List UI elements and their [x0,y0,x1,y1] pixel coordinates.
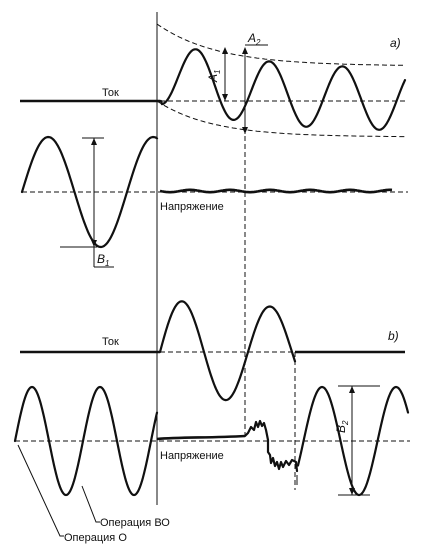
b2-label: B2 [334,420,350,433]
envelope-lower [156,100,405,138]
voltage-trace-b-before [13,385,159,497]
b2-arrow-down-head [349,488,355,495]
operation-o-label: Операция О [64,532,127,544]
voltage-ripple-a [159,188,393,194]
a1-label: A1 [206,70,222,83]
a2-arrow-up-head [242,47,248,54]
current-trace-b [158,300,297,402]
a1-arrow-down-head [222,94,228,101]
voltage-label-a: Напряжение [160,201,224,213]
voltage-trace-a [20,135,159,249]
op-o-leader [17,444,64,537]
b1-arrow-up-head [91,138,97,145]
a2-arrow-down-head [242,127,248,134]
current-label-b: Ток [102,336,119,348]
b1-arrow-down-head [91,240,97,247]
operation-vo-label: Операция ВО [100,517,170,529]
current-label-a: Ток [102,87,119,99]
a1-arrow-up-head [222,47,228,54]
current-trace-a [158,48,407,131]
a2-label: A2 [247,31,261,47]
recovery-voltage-disturbance [243,419,299,473]
b1-label: B1 [97,252,109,268]
panel-b-letter: b) [388,329,399,343]
op-vo-leader [81,485,100,523]
voltage-ripple-b [156,434,246,441]
b2-arrow-up-head [349,386,355,393]
panel-a-letter: a) [390,36,401,50]
envelope-upper [156,23,405,66]
voltage-label-b: Напряжение [160,450,224,462]
